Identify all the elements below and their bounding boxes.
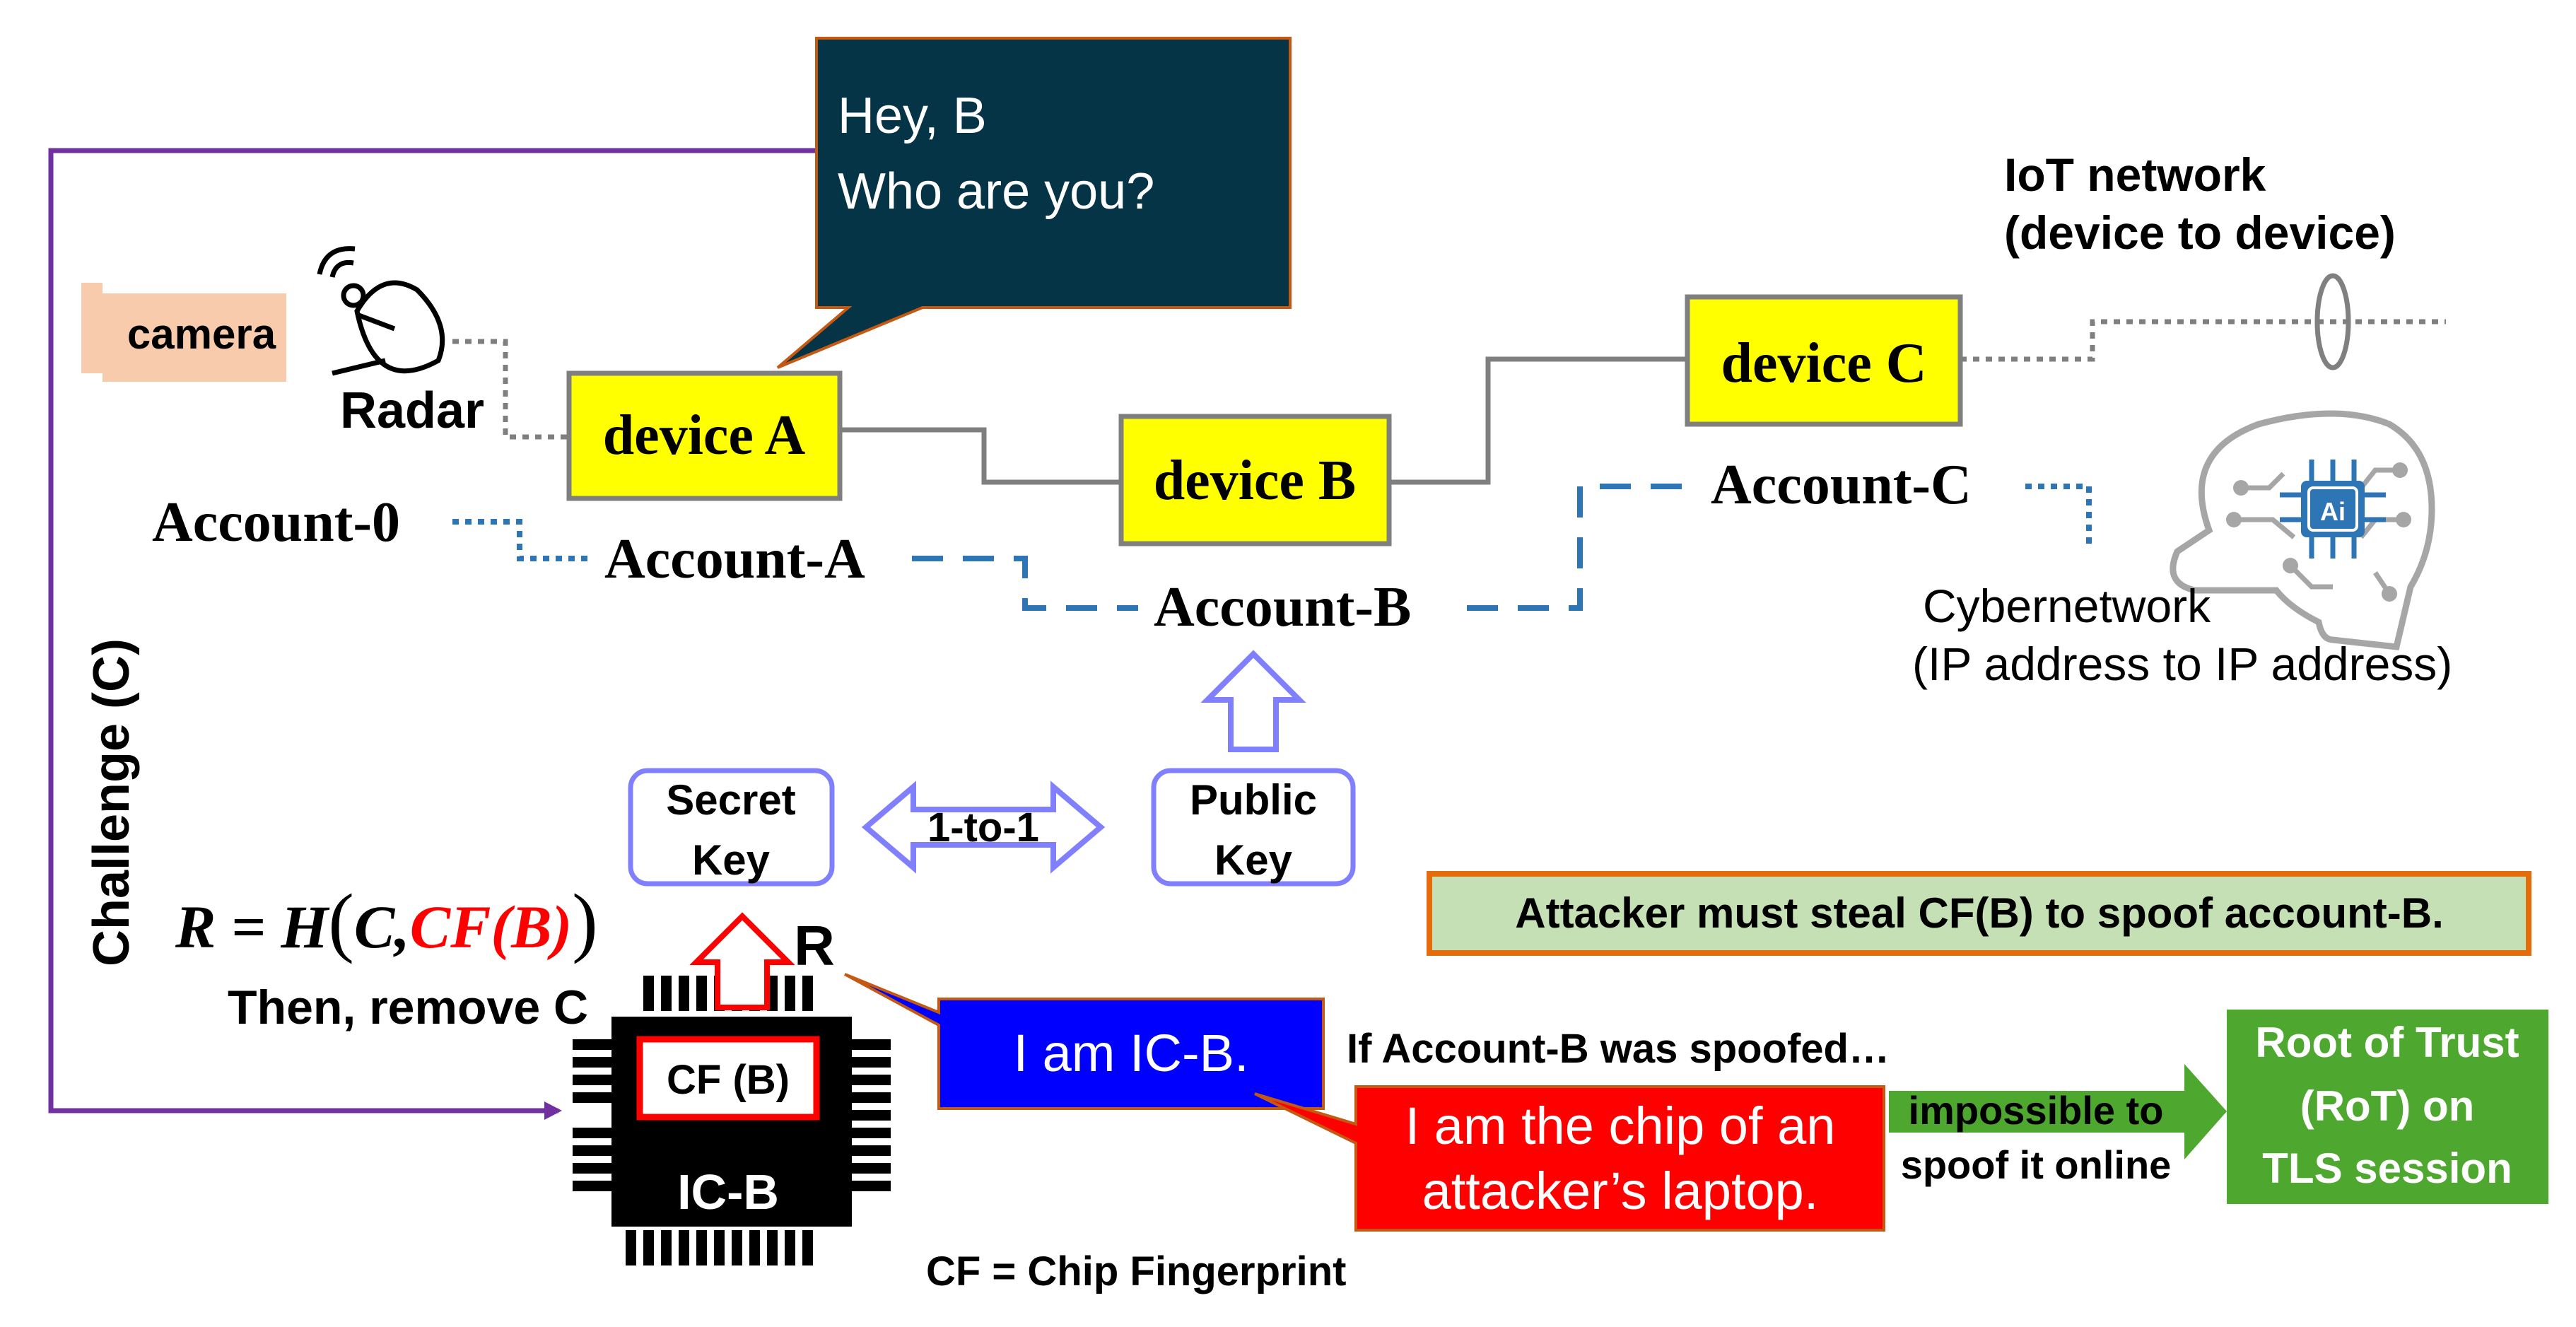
one-to-one-arrow [861,781,1106,874]
impossible-line-2: spoof it online [1901,1142,2172,1187]
iot-title: IoT network [2004,148,2266,201]
radar-dish-icon [317,246,445,376]
cf-definition: CF = Chip Fingerprint [926,1249,1346,1294]
rot-box [2227,1010,2548,1204]
attacker-callout [1254,1085,1885,1232]
ic-chip-pins [573,976,891,1265]
attacker-note-text: Attacker must steal CF(B) to spoof accou… [1515,889,2443,937]
then-remove-label: Then, remove C [228,981,588,1034]
device-c-label: device C [1721,332,1926,394]
ic-chip-body [611,1017,852,1227]
speech-line-2: Who are you? [838,163,1154,220]
spoof-note: If Account-B was spoofed… [1347,1026,1890,1072]
challenge-loop [48,148,820,1120]
iot-subtitle: (device to device) [2004,206,2396,259]
ai-chip-label: Ai [2320,497,2346,526]
public-to-account-arrow [1200,650,1306,752]
speech-line-1: Hey, B [838,88,987,144]
device-b-box [1118,414,1392,546]
account-c-label: Account-C [1711,454,1972,516]
account-b-label: Account-B [1154,576,1411,638]
account-a-label: Account-A [604,528,865,590]
cyber-subtitle: (IP address to IP address) [1912,638,2452,690]
device-a-label: device A [603,404,806,467]
account-dashed-links [912,484,1697,611]
cf-box-label: CF (B) [667,1057,790,1103]
dotted-links [452,319,2446,440]
attacker-note-box [1427,871,2531,956]
device-a-box [566,370,843,501]
secret-key-box [628,768,835,887]
rot-line-2: (RoT) on [2300,1082,2475,1130]
impossible-line-1: impossible to [1909,1088,2164,1133]
secret-key-line-2: Key [692,836,771,884]
camera-icon [81,283,286,382]
attacker-line-1: I am the chip of an [1405,1097,1836,1155]
formula: R = H(C,CF(B)) [175,878,598,964]
rot-line-3: TLS session [2262,1145,2512,1192]
cf-to-secret-arrow [689,912,795,1010]
speech-bubble [776,37,1292,369]
secret-key-line-1: Secret [666,776,795,824]
account-dotted-links [452,484,2092,561]
device-b-label: device B [1154,450,1357,512]
impossible-arrow [1889,1064,2227,1159]
radar-label: Radar [340,382,484,439]
public-key-line-2: Key [1214,836,1293,884]
ic-b-callout [844,973,1325,1110]
device-c-box [1685,294,1963,427]
one-to-one-label: 1-to-1 [927,805,1039,850]
challenge-label: Challenge (C) [83,638,140,966]
rot-line-1: Root of Trust [2255,1019,2519,1066]
camera-label: camera [127,310,276,358]
account-0-label: Account-0 [152,491,400,554]
ai-head-icon [2170,410,2435,650]
device-wires [840,356,1687,485]
ic-label: IC-B [677,1164,779,1220]
ic-b-callout-text: I am IC-B. [1013,1024,1248,1082]
attacker-line-2: attacker’s laptop. [1422,1162,1819,1220]
public-key-box [1151,768,1356,887]
public-key-line-1: Public [1190,776,1317,824]
cyber-title: Cybernetwork [1923,580,2211,632]
r-label: R [794,914,835,977]
